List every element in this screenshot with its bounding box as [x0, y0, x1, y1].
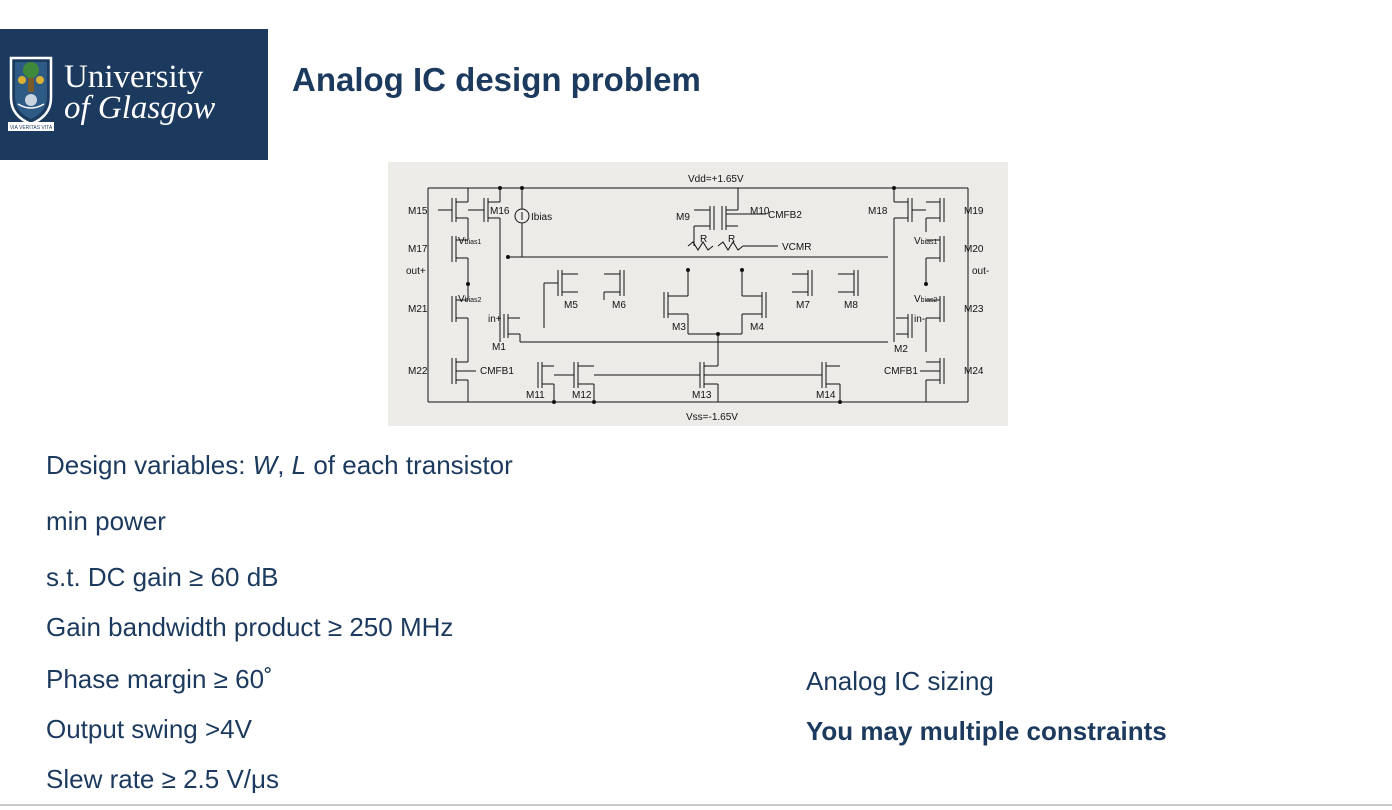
design-vars-prefix: Design variables: [46, 450, 253, 480]
transistor-m14-symbol [704, 362, 841, 402]
m21-label: M21 [408, 304, 428, 315]
m19-label: M19 [964, 206, 984, 217]
slide-title: Analog IC design problem [292, 61, 701, 98]
m16-label: M16 [490, 206, 510, 217]
m5-label: M5 [564, 300, 578, 311]
transistor-m22-symbol [451, 352, 476, 402]
resistor-r2-symbol [717, 241, 744, 251]
m4-label: M4 [750, 322, 764, 333]
transistor-m6-symbol [603, 270, 625, 300]
constraint-slew-rate: Slew rate ≥ 2.5 V/μs [46, 764, 280, 794]
university-logo: VIA VERITAS VITA University of Glasgow [0, 29, 268, 160]
transistor-m19-symbol [912, 198, 945, 232]
m10-label: M10 [750, 206, 770, 217]
logo-line-1: University [64, 59, 204, 95]
cmfb1-left-label: CMFB1 [480, 366, 514, 377]
transistor-m16-symbol [468, 188, 501, 342]
side-note-sizing: Analog IC sizing [806, 666, 994, 696]
m15-label: M15 [408, 206, 428, 217]
vbias1-right-label: Vbias1 [914, 236, 938, 247]
constraint-dc-gain: s.t. DC gain ≥ 60 dB [46, 562, 279, 592]
transistor-m11-symbol [537, 362, 555, 402]
transistor-m23-symbol [925, 296, 945, 352]
design-variables-line: Design variables: W, L of each transisto… [46, 450, 513, 481]
circuit-schematic: Vdd=+1.65V Vss=-1.65V Ibias VCMR CMFB2 C… [406, 174, 989, 423]
resistor-r1-label: R [700, 234, 707, 245]
logo-wordmark: University of Glasgow [64, 59, 216, 126]
resistor-r2-label: R [728, 234, 735, 245]
transistor-m17-symbol [451, 232, 469, 284]
transistor-m10-symbol [721, 188, 766, 230]
out-plus-label: out+ [406, 266, 426, 277]
vbias1-left-label: Vbias1 [458, 236, 482, 247]
in-plus-label: in+ [488, 314, 502, 325]
objective-line: min power [46, 506, 166, 536]
crest-icon: VIA VERITAS VITA [8, 56, 54, 131]
m18-label: M18 [868, 206, 888, 217]
m17-label: M17 [408, 244, 428, 255]
vcmr-label: VCMR [782, 242, 811, 253]
transistor-m7-symbol [792, 270, 813, 296]
transistor-m12-symbol [554, 362, 595, 402]
transistor-m5-symbol [543, 270, 578, 328]
bottom-divider [0, 804, 1392, 806]
vdd-label: Vdd=+1.65V [688, 174, 744, 185]
m8-label: M8 [844, 300, 858, 311]
logo-line-2: of Glasgow [64, 90, 216, 126]
junction-dots [466, 186, 928, 404]
side-note-constraints: You may multiple constraints [806, 716, 1167, 746]
design-var-w: W [252, 450, 278, 480]
m14-label: M14 [816, 390, 836, 401]
ibias-label: Ibias [531, 212, 552, 223]
in-minus-label: in- [914, 314, 925, 325]
transistor-m24-symbol [920, 358, 945, 402]
out-minus-label: out- [972, 266, 989, 277]
m11-label: M11 [526, 390, 545, 401]
m6-label: M6 [612, 300, 626, 311]
m12-label: M12 [572, 390, 592, 401]
circuit-diagram: Vdd=+1.65V Vss=-1.65V Ibias VCMR CMFB2 C… [388, 162, 1008, 426]
transistor-m13-symbol [594, 334, 719, 402]
m9-label: M9 [676, 212, 690, 223]
m23-label: M23 [964, 304, 984, 315]
vss-label: Vss=-1.65V [686, 412, 738, 423]
m1-label: M1 [492, 342, 506, 353]
transistor-m21-symbol [451, 284, 469, 352]
logo-motto: VIA VERITAS VITA [10, 125, 53, 131]
constraint-phase-margin: Phase margin ≥ 60˚ [46, 664, 273, 694]
m22-label: M22 [408, 366, 428, 377]
transistor-m1-symbol [503, 314, 888, 343]
cmfb2-label: CMFB2 [768, 210, 802, 221]
transistor-m4-symbol [688, 270, 767, 335]
m24-label: M24 [964, 366, 984, 377]
transistor-m8-symbol [838, 270, 859, 296]
m2-label: M2 [894, 344, 908, 355]
vbias2-right-label: Vbias2 [914, 294, 938, 305]
m13-label: M13 [692, 390, 712, 401]
vbias2-left-label: Vbias2 [458, 294, 482, 305]
design-var-l: L [291, 450, 307, 480]
transistor-m2-symbol [896, 314, 913, 338]
transistor-m15-symbol [438, 188, 469, 232]
design-vars-suffix: of each transistor [306, 450, 513, 480]
resistor-r1-symbol [687, 241, 714, 251]
constraint-output-swing: Output swing >4V [46, 714, 252, 744]
transistor-m18-symbol [893, 188, 913, 342]
transistor-m3-symbol [663, 270, 689, 334]
m7-label: M7 [796, 300, 810, 311]
m3-label: M3 [672, 322, 686, 333]
design-vars-sep: , [277, 450, 292, 480]
constraint-gbw: Gain bandwidth product ≥ 250 MHz [46, 612, 454, 642]
transistor-m20-symbol [925, 236, 945, 284]
cmfb1-right-label: CMFB1 [884, 366, 918, 377]
m20-label: M20 [964, 244, 984, 255]
